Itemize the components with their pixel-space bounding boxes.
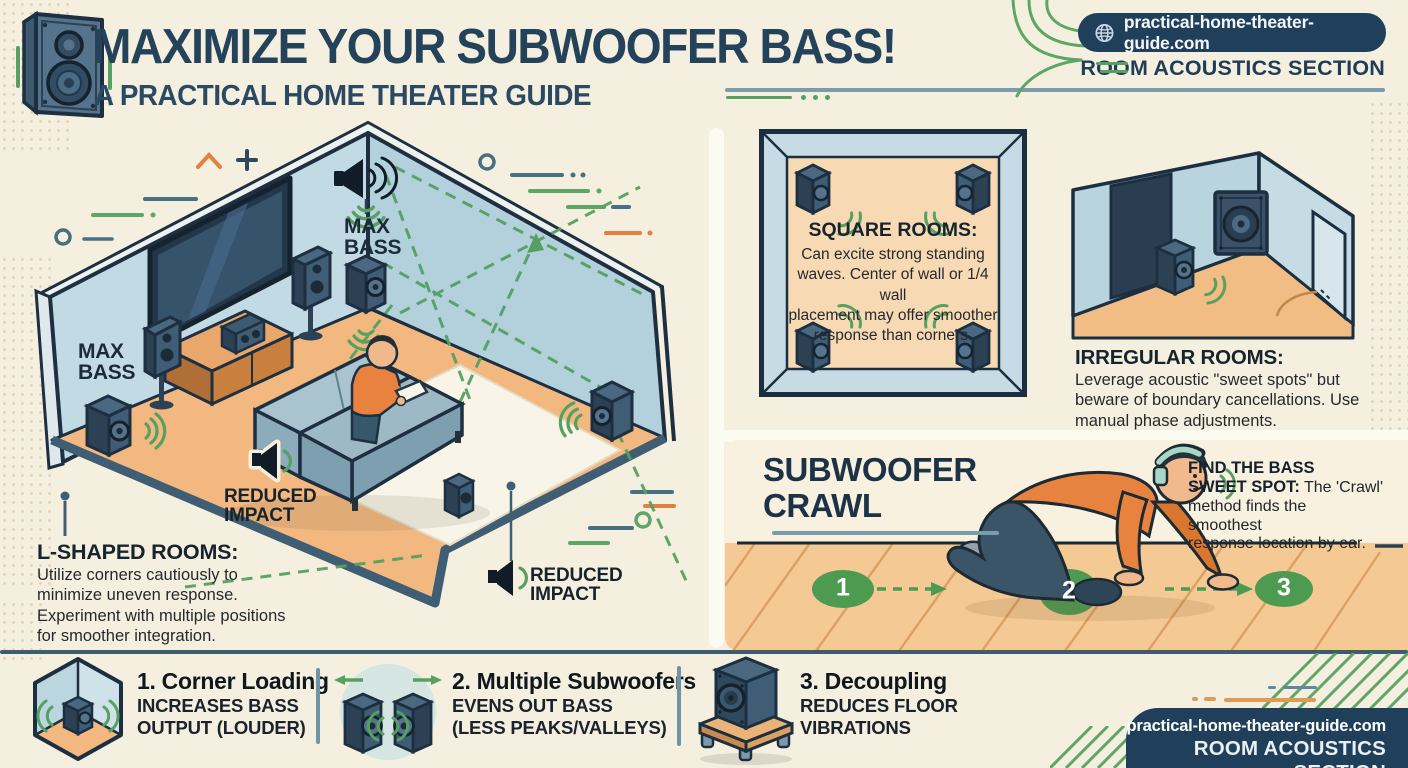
header-divider-line xyxy=(725,88,1385,92)
arrowhead xyxy=(1237,582,1253,596)
wall-subwoofer xyxy=(1213,190,1269,256)
max-bass-label-wall: MAX BASS xyxy=(78,340,136,384)
corner-subwoofer xyxy=(793,163,833,216)
speaker-horn-icon-couch xyxy=(248,439,293,483)
green-equals xyxy=(1096,62,1128,65)
speaker-horn-icon-top xyxy=(334,156,399,200)
sound-waves-icon xyxy=(1219,468,1236,500)
green-dot xyxy=(801,95,806,100)
marker-number-1: 1 xyxy=(836,573,850,602)
footer-website: practical-home-theater-guide.com xyxy=(1126,717,1387,735)
website-badge: practical-home-theater-guide.com xyxy=(1078,11,1386,53)
surround-speaker xyxy=(442,472,476,520)
reduced-impact-label-floor: REDUCED IMPACT xyxy=(530,565,623,606)
orange-dash xyxy=(1204,697,1216,701)
website-text: practical-home-theater-guide.com xyxy=(1123,11,1314,53)
marker-number-3: 3 xyxy=(1277,573,1291,602)
footer-item-1-lines: INCREASES BASS OUTPUT (LOUDER) xyxy=(137,695,306,739)
marker-number-2: 2 xyxy=(1062,576,1076,605)
orange-dash xyxy=(1224,698,1316,702)
footer-badge: practical-home-theater-guide.com ROOM AC… xyxy=(1126,708,1408,768)
crawl-underline xyxy=(772,531,999,535)
panel-separator xyxy=(712,430,1408,442)
footer-item-2-lines: EVENS OUT BASS (LESS PEAKS/VALLEYS) xyxy=(452,695,667,739)
dual-subwoofer-icon xyxy=(334,664,442,760)
speaker-horn-icon-floor xyxy=(488,560,529,596)
l-shaped-body: Utilize corners cautiously to minimize u… xyxy=(37,566,286,646)
green-equals xyxy=(1100,70,1128,73)
footer-item-1-title: 1. Corner Loading xyxy=(137,668,329,694)
pointer-dot xyxy=(506,481,516,491)
arrowhead xyxy=(931,582,947,596)
footer-divider xyxy=(0,650,1408,654)
section-label: ROOM ACOUSTICS SECTION xyxy=(1080,56,1385,80)
crawl-illustration xyxy=(725,443,1408,651)
irregular-rooms-body: Leverage acoustic "sweet spots" but bewa… xyxy=(1075,371,1360,430)
subwoofer-on-platform-icon xyxy=(698,656,794,765)
footer-item-2-title: 2. Multiple Subwoofers xyxy=(452,668,696,694)
page-title: MAXIMIZE YOUR SUBWOOFER BASS! xyxy=(93,20,897,74)
max-bass-label-corner: MAX BASS xyxy=(344,215,402,259)
green-accent-line xyxy=(726,96,792,99)
square-room-diagram xyxy=(759,129,1027,397)
reduced-impact-label-couch: REDUCED IMPACT xyxy=(224,486,317,527)
arrowhead xyxy=(527,233,544,253)
teal-dash xyxy=(1283,686,1317,689)
corner-subwoofer xyxy=(953,163,993,216)
seated-person xyxy=(350,335,429,445)
orange-dot xyxy=(1192,697,1198,701)
corner-subwoofer xyxy=(343,254,389,315)
footer-divider-bar xyxy=(316,668,320,744)
footer-item-3-lines: REDUCES FLOOR VIBRATIONS xyxy=(800,695,958,739)
tower-speaker-left xyxy=(141,315,184,410)
floor-subwoofer xyxy=(1153,238,1197,297)
l-shaped-room-diagram xyxy=(34,120,690,608)
green-dot xyxy=(825,95,830,100)
panel-separator xyxy=(709,128,724,648)
irregular-rooms-heading: IRREGULAR ROOMS: xyxy=(1075,346,1284,369)
subwoofer-crawl-panel xyxy=(725,440,1408,651)
subwoofer-right xyxy=(391,692,435,755)
speaker-icon xyxy=(16,10,112,118)
green-dot xyxy=(813,95,818,100)
crawling-person xyxy=(946,443,1240,621)
front-left-subwoofer xyxy=(83,394,134,458)
footer-item-3-title: 3. Decoupling xyxy=(800,668,947,694)
square-rooms-text: SQUARE ROOMS: Can excite strong standing… xyxy=(788,219,998,344)
teal-dash xyxy=(1268,686,1276,689)
find-bass-tip: FIND THE BASS SWEET SPOT: The 'Crawl' me… xyxy=(1188,459,1384,553)
scatter-decorations xyxy=(54,149,676,545)
subwoofer-left xyxy=(341,692,385,755)
corner-subwoofer xyxy=(793,321,833,374)
footer-section: ROOM ACOUSTICS SECTION xyxy=(1193,737,1386,768)
dot-texture xyxy=(1368,100,1408,440)
globe-icon xyxy=(1095,23,1114,42)
squiggle-decoration xyxy=(1011,0,1091,98)
footer-divider-bar xyxy=(677,666,681,746)
subwoofer-crawl-heading: SUBWOOFER CRAWL xyxy=(763,451,977,524)
irregular-room-diagram xyxy=(1071,151,1355,340)
doorway xyxy=(1275,209,1347,322)
square-rooms-heading: SQUARE ROOMS: xyxy=(808,219,978,241)
right-wall-subwoofer xyxy=(588,380,636,443)
sound-path-dashed-lines xyxy=(184,165,690,589)
sound-waves-icon xyxy=(366,710,410,742)
position-marker-1 xyxy=(812,570,874,608)
center-speaker-icon xyxy=(219,312,267,356)
corner-subwoofer-icon xyxy=(33,657,123,761)
tv xyxy=(147,175,293,348)
page-subtitle: A PRACTICAL HOME THEATER GUIDE xyxy=(94,80,592,112)
position-marker-3 xyxy=(1255,571,1313,607)
tower-speaker-right xyxy=(289,245,334,341)
subwoofer xyxy=(711,656,781,731)
corner-subwoofer xyxy=(953,321,993,374)
l-shaped-heading: L-SHAPED ROOMS: xyxy=(37,540,239,564)
